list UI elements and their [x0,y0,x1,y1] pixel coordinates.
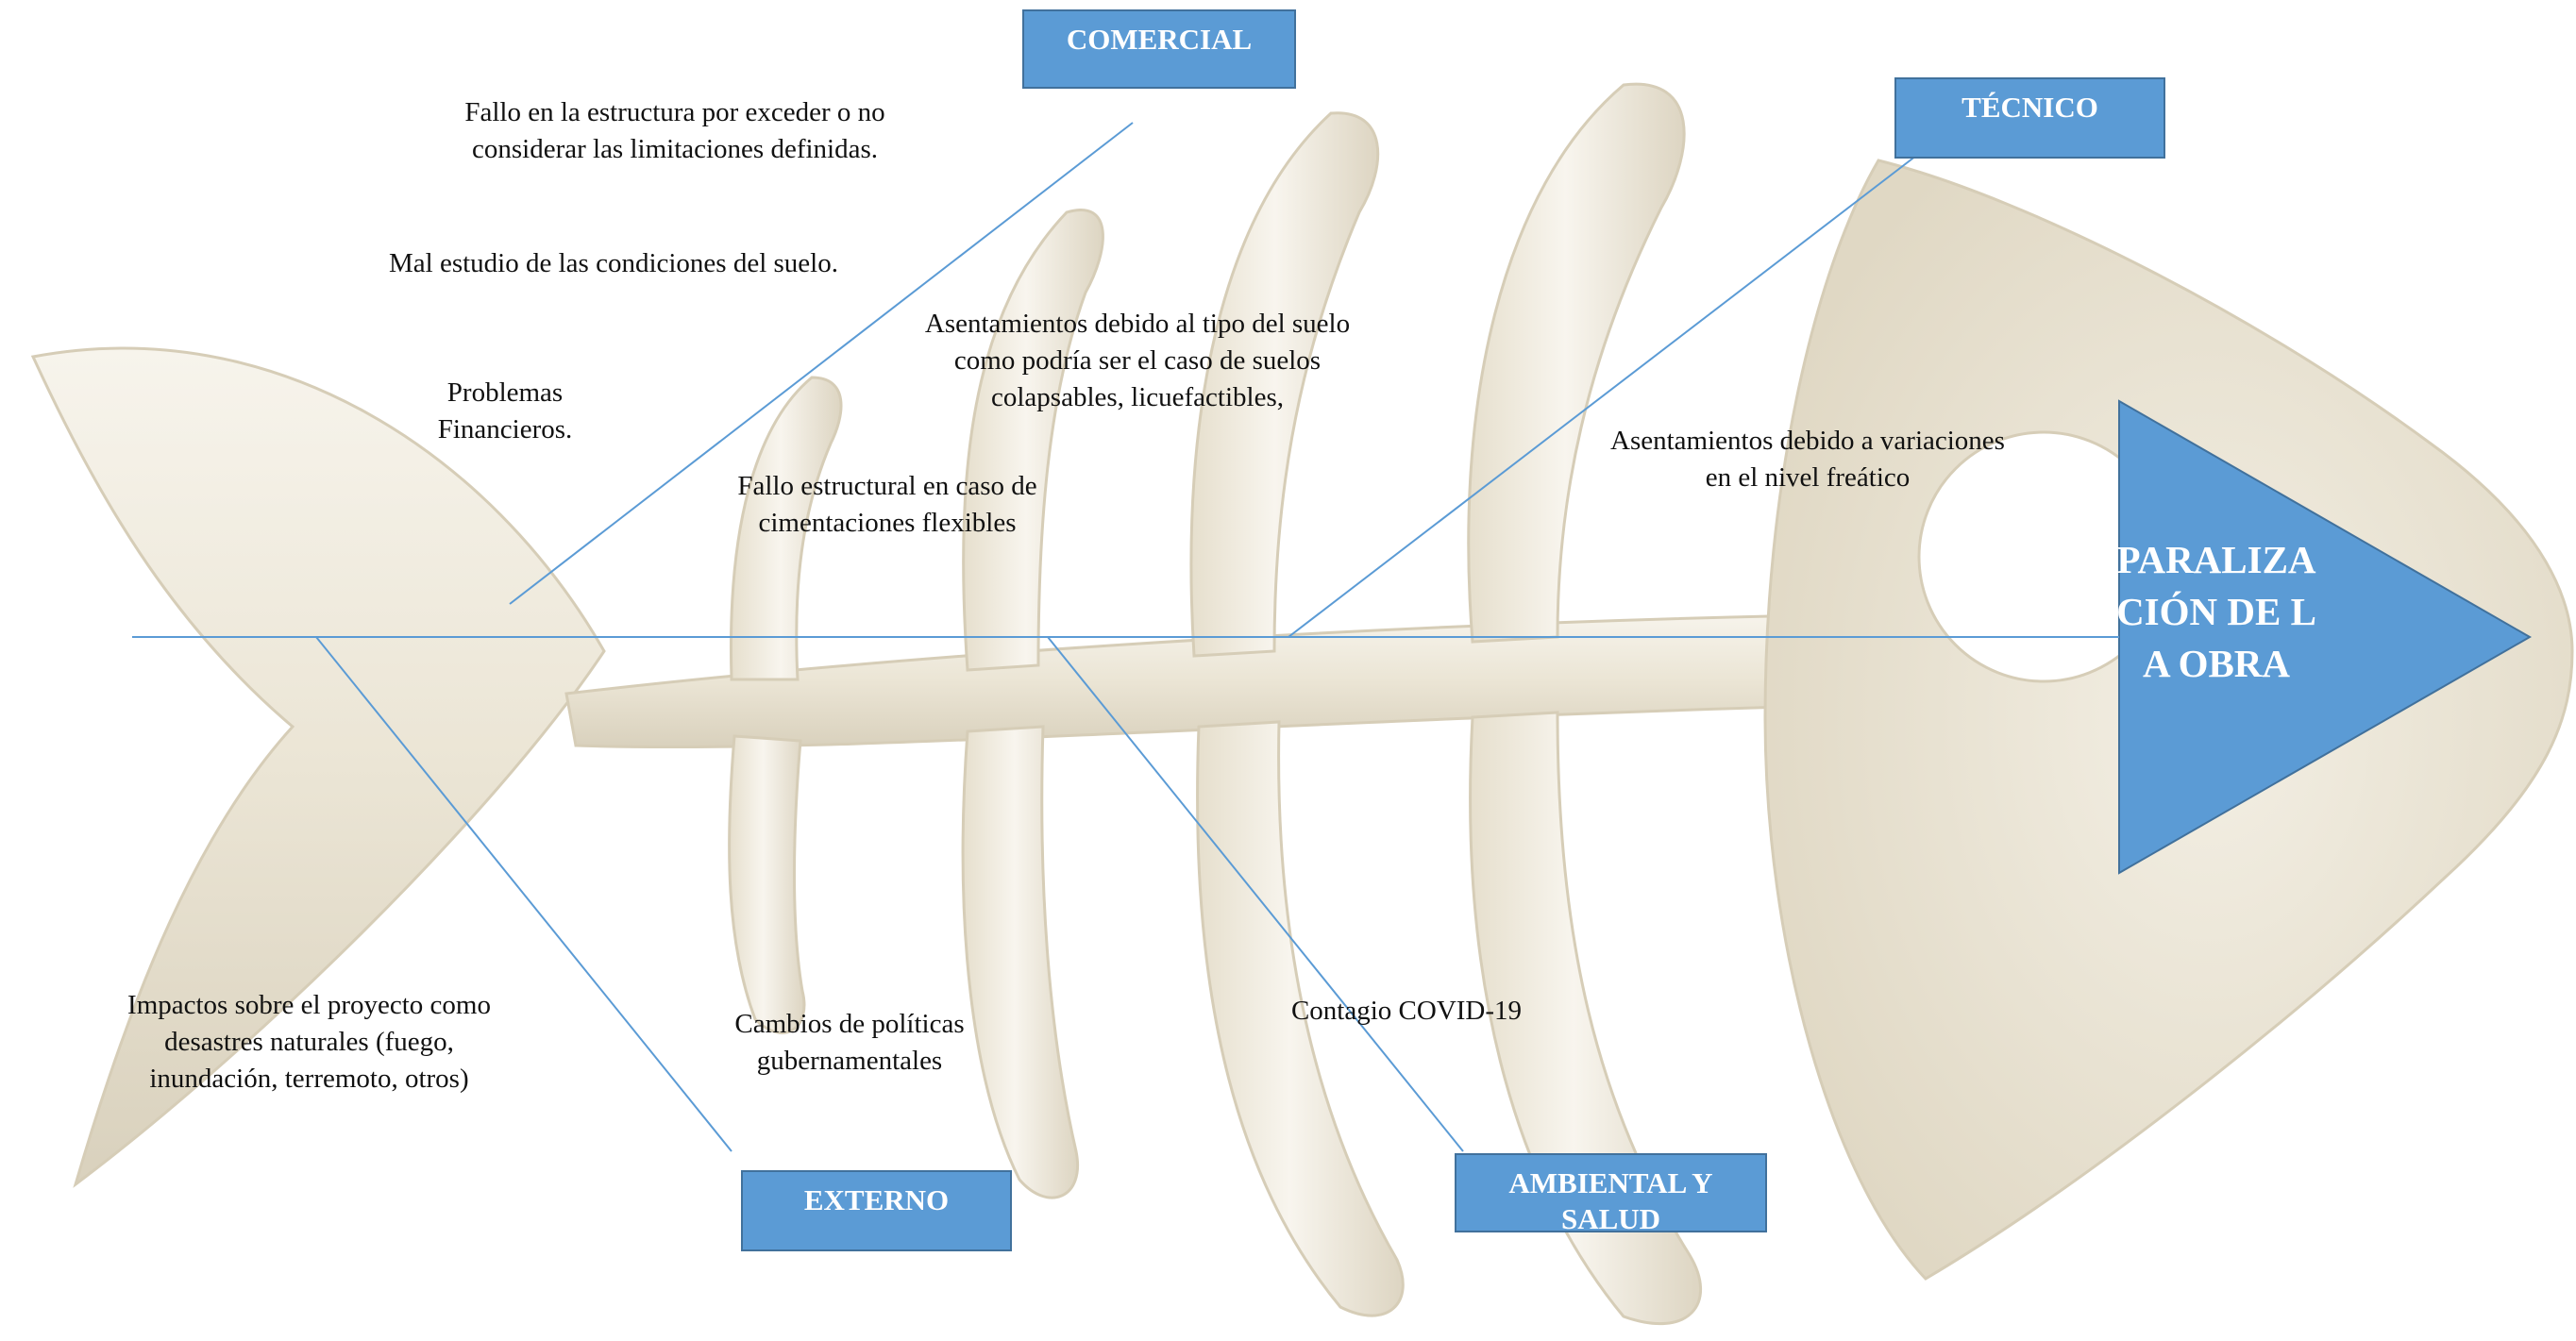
cause-asentamientos-tipo-suelo: Asentamientos debido al tipo del suelo c… [920,306,1355,416]
rib-lower-2 [963,727,1077,1198]
cause-problemas-financieros: Problemas Financieros. [406,375,604,448]
rib-lower-1 [730,736,804,1032]
category-ambiental-salud: AMBIENTAL Y SALUD [1455,1153,1767,1232]
cause-fallo-estructura: Fallo en la estructura por exceder o no … [420,94,930,168]
rib-upper-2 [964,210,1103,670]
category-comercial: COMERCIAL [1022,9,1296,89]
cause-asentamientos-freatico: Asentamientos debido a variaciones en el… [1609,423,2006,496]
cause-fallo-cimentaciones: Fallo estructural en caso de cimentacion… [708,468,1067,542]
category-externo: EXTERNO [741,1170,1012,1251]
effect-label: PARALIZACIÓN DE LA OBRA [2103,534,2330,690]
rib-upper-4 [1469,84,1684,642]
cause-mal-estudio-suelo: Mal estudio de las condiciones del suelo… [349,245,878,282]
cause-contagio-covid: Contagio COVID-19 [1255,993,1557,1030]
cause-cambios-politicas: Cambios de políticas gubernamentales [699,1006,1001,1080]
category-tecnico: TÉCNICO [1894,77,2165,159]
cause-impactos-desastres: Impactos sobre el proyecto como desastre… [99,987,519,1098]
